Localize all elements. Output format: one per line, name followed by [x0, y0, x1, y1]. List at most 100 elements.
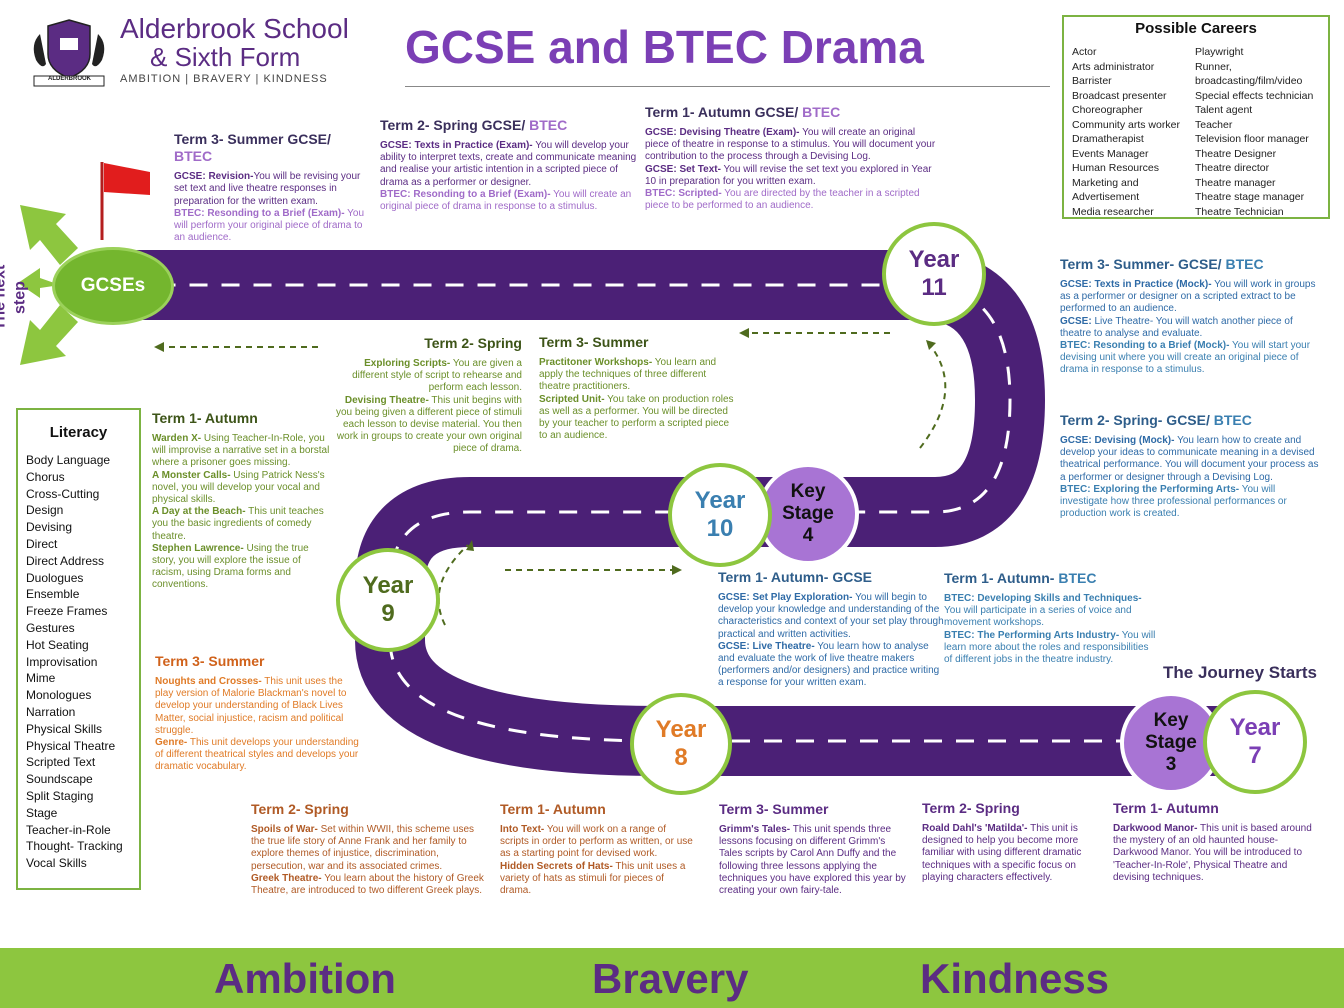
literacy-item: Duologues: [26, 570, 84, 585]
school-tagline: AMBITION | BRAVERY | KINDNESS: [120, 73, 328, 85]
y10-term1-btec-block: Term 1- Autumn- BTEC BTEC: Developing Sk…: [944, 570, 1158, 666]
career-item: Advertisement: [1072, 191, 1140, 203]
unit-description: This unit teaches you the basic ingredie…: [152, 506, 324, 542]
unit-title: Into Text-: [500, 824, 545, 836]
literacy-item: Stage: [26, 805, 58, 820]
literacy-item: Scripted Text: [26, 755, 96, 770]
term-heading: Term 1- Autumn: [500, 801, 606, 817]
literacy-item: Split Staging: [26, 788, 94, 803]
unit-description: Using Teacher-In-Role, you will improvis…: [152, 433, 330, 469]
year-label: Year: [362, 572, 414, 600]
unit-description: Using the true story, you will explore t…: [152, 542, 309, 591]
careers-heading: Possible Careers: [1135, 20, 1257, 37]
y9-term3-block: Term 3- Summer Practitoner Workshops- Yo…: [539, 334, 739, 442]
direction-arrows: [160, 332, 947, 626]
term-heading: Term 2- Spring: [424, 335, 522, 351]
literacy-item: Devising: [26, 520, 73, 535]
gcses-node: GCSEs: [52, 247, 174, 325]
value-ambition: Ambition: [214, 955, 396, 1002]
term-heading: Term 3- Summer- GCSE/: [1060, 256, 1226, 272]
literacy-list: Body Language Chorus Cross-Cutting Desig…: [26, 452, 123, 872]
unit-title: Practitoner Workshops-: [539, 357, 653, 369]
unit-description: You will be revising your set text and l…: [174, 171, 361, 207]
key-stage-label: Key: [790, 481, 826, 503]
year-11-node: Year 11: [882, 222, 986, 326]
unit-title: Noughts and Crosses-: [155, 676, 262, 688]
unit-description: Set within WWII, this scheme uses the tr…: [251, 824, 475, 872]
y8-term3-block: Term 3- Summer Noughts and Crosses- This…: [155, 653, 359, 774]
literacy-item: Improvisation: [26, 654, 98, 669]
career-item: Special effects technician: [1195, 89, 1314, 102]
term-heading: Term 1- Autumn GCSE/: [645, 104, 803, 120]
literacy-item: Direct: [26, 536, 58, 551]
year-8-node: Year 8: [630, 693, 732, 795]
career-item: Events Manager: [1072, 147, 1149, 160]
careers-box: Possible Careers Actor Arts administrato…: [1062, 15, 1330, 219]
unit-description: This unit uses a variety of hats as stim…: [500, 860, 686, 897]
year-label: Year: [694, 487, 746, 515]
unit-description: This unit spends three lessons focusing …: [719, 824, 906, 897]
unit-description: You will work in groups as a performer o…: [1060, 279, 1316, 315]
year-number: 8: [674, 744, 688, 771]
literacy-item: Physical Theatre: [26, 738, 116, 753]
key-stage-label: Stage: [1145, 732, 1197, 754]
btec-heading: BTEC: [1225, 256, 1264, 272]
key-stage-label: Key: [1153, 710, 1189, 732]
year-number: 9: [381, 600, 395, 627]
career-item: Barrister: [1072, 75, 1112, 87]
literacy-item: Freeze Frames: [26, 604, 108, 619]
unit-title: GCSE: Set Play Exploration-: [718, 592, 853, 604]
title-underline: [405, 86, 1050, 87]
career-item: Choreographer: [1072, 104, 1143, 116]
btec-heading: BTEC: [529, 117, 568, 133]
key-stage-number: 3: [1165, 753, 1177, 775]
gcses-label: GCSEs: [80, 275, 146, 297]
literacy-item: Vocal Skills: [26, 856, 87, 871]
y8-term1-block: Term 1- Autumn Into Text- You will work …: [500, 801, 696, 897]
career-item: Human Resources: [1072, 162, 1159, 174]
unit-description: You will begin to develop your knowledge…: [718, 592, 944, 640]
literacy-item: Design: [26, 503, 64, 518]
career-item: Actor: [1072, 46, 1097, 58]
crest-banner-text: ALDERBROOK: [48, 76, 91, 82]
unit-description: You learn how to create and develop your…: [1060, 435, 1319, 483]
page-title: GCSE and BTEC Drama: [405, 21, 924, 73]
career-item: Theatre manager: [1195, 176, 1276, 189]
year-label: Year: [908, 246, 960, 274]
unit-description: You learn about the history of Greek The…: [251, 872, 484, 897]
unit-description: You are given a different style of scrip…: [352, 358, 522, 394]
literacy-item: Physical Skills: [26, 721, 103, 736]
year-label: Year: [655, 716, 707, 744]
unit-title: GCSE: Texts in Practice (Exam)-: [380, 140, 533, 152]
term-heading: Term 1- Autumn: [152, 410, 258, 426]
career-item: Runner,: [1195, 60, 1232, 73]
unit-description: You will participate in a series of voic…: [944, 605, 1132, 629]
unit-title: BTEC: The Performing Arts Industry-: [944, 629, 1120, 641]
year-9-node: Year 9: [336, 548, 440, 652]
y7-term1-block: Term 1- Autumn Darkwood Manor- This unit…: [1113, 800, 1323, 884]
literacy-item: Mime: [26, 671, 56, 686]
unit-title: GCSE:: [1060, 315, 1092, 327]
unit-title: Scripted Unit-: [539, 393, 605, 405]
unit-title: Darkwood Manor-: [1113, 823, 1198, 835]
y9-term1-block: Term 1- Autumn Warden X- Using Teacher-I…: [152, 410, 332, 592]
unit-description: This unit is based around the mystery of…: [1113, 823, 1312, 883]
y11-term1-block: Term 1- Autumn GCSE/ BTEC GCSE: Devising…: [645, 104, 937, 212]
literacy-item: Ensemble: [26, 587, 80, 602]
key-stage-number: 4: [802, 524, 814, 546]
journey-starts-label: The Journey Starts: [1163, 663, 1317, 682]
unit-description: You learn and apply the techniques of th…: [539, 357, 717, 393]
values-bar: Ambition Bravery Kindness: [0, 948, 1344, 1008]
term-heading: Term 2- Spring- GCSE/: [1060, 412, 1214, 428]
career-item: Teacher: [1195, 118, 1233, 131]
unit-title: Greek Theatre-: [251, 872, 322, 884]
y7-term3-block: Term 3- Summer Grimm's Tales- This unit …: [719, 801, 911, 897]
unit-title: A Monster Calls-: [152, 469, 231, 481]
career-item: broadcasting/film/video: [1195, 75, 1303, 87]
careers-col1: Actor Arts administrator Barrister Broad…: [1072, 45, 1180, 219]
careers-col2: Playwright Runner, broadcasting/film/vid…: [1195, 45, 1313, 219]
value-kindness: Kindness: [920, 955, 1110, 1002]
term-heading: Term 2- Spring: [922, 800, 1020, 816]
term-heading: Term 3- Summer: [719, 801, 829, 817]
literacy-item: Soundscape: [26, 772, 93, 787]
